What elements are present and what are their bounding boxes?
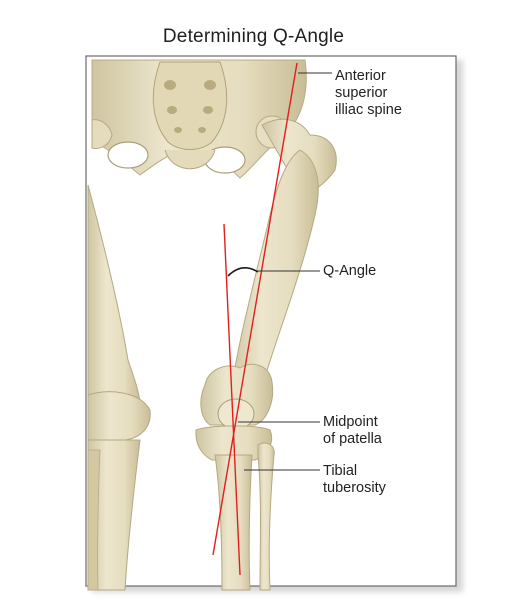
label-midpoint-of-patella: Midpoint of patella: [323, 414, 382, 448]
label-line: Q-Angle: [323, 263, 376, 280]
label-line: Tibial: [323, 463, 386, 480]
label-q-angle: Q-Angle: [323, 263, 376, 280]
label-anterior-superior-iliac-spine: Anterior superior illiac spine: [335, 68, 402, 119]
label-line: superior: [335, 85, 402, 102]
label-line: of patella: [323, 431, 382, 448]
label-line: Midpoint: [323, 414, 382, 431]
label-line: tuberosity: [323, 480, 386, 497]
label-tibial-tuberosity: Tibial tuberosity: [323, 463, 386, 497]
label-line: illiac spine: [335, 102, 402, 119]
label-line: Anterior: [335, 68, 402, 85]
